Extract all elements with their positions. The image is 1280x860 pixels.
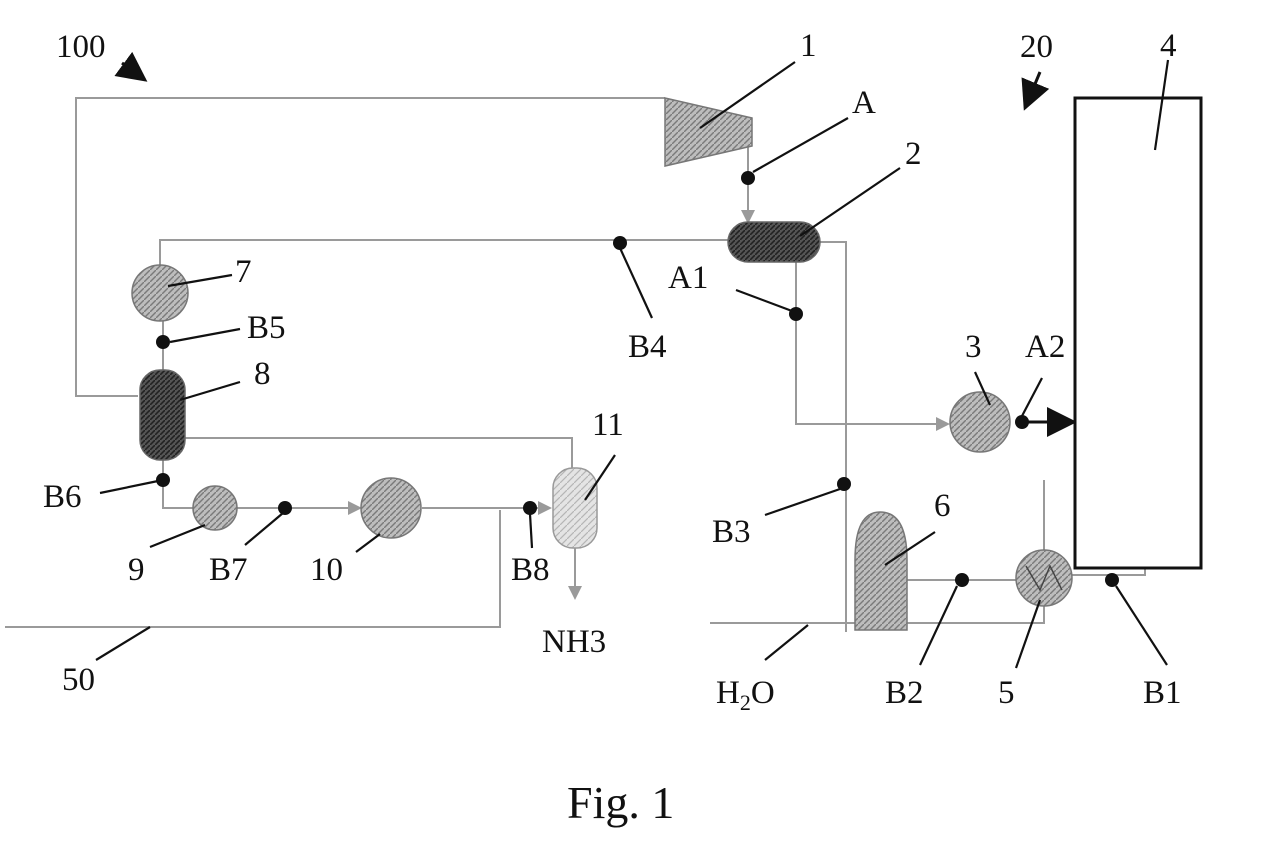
label-point-b3: B3 [712,514,751,550]
label-component-5: 5 [998,675,1015,711]
label-component-4: 4 [1160,28,1177,64]
unit-4 [1075,98,1201,568]
label-component-2: 2 [905,136,922,172]
boiler-6 [855,512,907,630]
exchanger-3 [950,392,1010,452]
exchanger-7 [132,265,188,321]
node-dots [156,171,1119,587]
label-stream-h2o-tail: O [751,675,775,711]
separator-11 [553,468,597,548]
label-point-b8: B8 [511,552,550,588]
label-component-11: 11 [592,407,624,443]
label-point-b5: B5 [247,310,286,346]
label-point-a2: A2 [1025,329,1065,365]
label-component-10: 10 [310,552,343,588]
label-component-6: 6 [934,488,951,524]
compressor-1 [665,98,752,166]
label-point-b1: B1 [1143,675,1182,711]
exchanger-5 [1016,550,1072,606]
label-point-b2: B2 [885,675,924,711]
label-component-7: 7 [235,254,252,290]
label-component-1: 1 [800,28,817,64]
label-stream-h2o-main: H [716,675,740,711]
pipe-network [5,98,1145,632]
label-feed-line-50: 50 [62,662,95,698]
vessel-2 [728,222,820,262]
label-component-8: 8 [254,356,271,392]
label-component-9: 9 [128,552,145,588]
figure-caption: Fig. 1 [567,777,674,828]
reactor-8 [140,370,185,460]
label-point-b6: B6 [43,479,82,515]
exchanger-9 [193,486,237,530]
label-stream-nh3: NH3 [542,624,606,660]
label-system-20: 20 [1020,29,1053,65]
label-point-a1: A1 [668,260,708,296]
exchanger-10 [361,478,421,538]
label-stream-h2o-sub: 2 [740,690,751,715]
label-point-b7: B7 [209,552,248,588]
label-stream-h2o: H2O [716,675,775,715]
label-point-a: A [852,85,876,121]
label-component-3: 3 [965,329,982,365]
label-system-100: 100 [56,29,106,65]
label-point-b4: B4 [628,329,667,365]
